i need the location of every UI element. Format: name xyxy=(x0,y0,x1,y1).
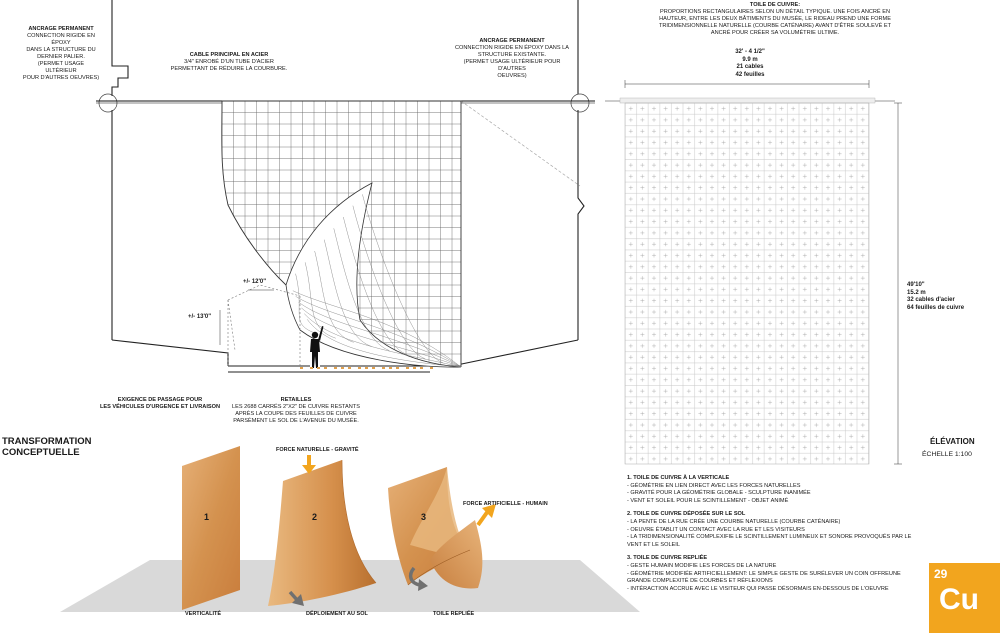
legend: 1. TOILE DE CUIVRE À LA VERTICALE - GÉOM… xyxy=(627,475,912,592)
copper-scraps xyxy=(300,367,433,369)
person-silhouette-icon xyxy=(310,326,324,368)
caption-verticalite: VERTICALITÉ xyxy=(185,611,222,617)
badge-number: 29 xyxy=(934,567,948,581)
panel-2-ground xyxy=(268,460,376,606)
gravity-arrow-icon xyxy=(302,455,316,474)
dim-12ft: +/- 12'0" xyxy=(243,279,267,285)
annotation-anchor-left: ANCRAGE PERMANENT CONNECTION RIGIDE EN É… xyxy=(22,26,100,81)
dim-13ft: +/- 13'0" xyxy=(188,314,212,320)
elevation-scale: ÉCHELLE 1:100 xyxy=(922,451,972,458)
caption-deploiement: DÉPLOIEMENT AU SOL xyxy=(306,611,368,617)
panel-number-3: 3 xyxy=(421,512,427,522)
width-dimension: 32' - 4 1/2" 9.9 m 21 cables 42 feuilles xyxy=(735,49,765,78)
panel-number-1: 1 xyxy=(204,512,210,522)
annotation-toile: TOILE DE CUIVRE: PROPORTIONS RECTANGULAI… xyxy=(658,2,892,36)
vehicle-passage-outline xyxy=(227,284,301,366)
rotation-arrow-icon xyxy=(408,566,428,591)
elevation-drawing xyxy=(605,80,902,465)
transformation-title: TRANSFORMATION CONCEPTUELLE xyxy=(2,436,92,458)
panel-number-2: 2 xyxy=(312,512,318,522)
conceptual-diagram xyxy=(60,446,640,612)
down-arrow-icon xyxy=(288,590,304,606)
human-force-arrow-icon xyxy=(476,504,496,527)
panel-1-vertical xyxy=(182,446,240,610)
annotation-passage: EXIGENCE DE PASSAGE POUR LES VÉHICULES D… xyxy=(99,397,221,410)
annotation-retailles: RETAILLES LES 2688 CARRÉS 2"x2" DE CUIVR… xyxy=(232,397,360,424)
element-badge: 29 Cu xyxy=(929,563,1000,633)
annotation-anchor-right: ANCRAGE PERMANENT CONNECTION RIGIDE EN É… xyxy=(455,38,569,79)
height-dimension: 49'10" 15.2 m 32 cables d'acier 64 feuil… xyxy=(907,282,965,311)
copper-curtain-mesh xyxy=(221,100,462,368)
badge-symbol: Cu xyxy=(939,583,979,616)
label-force-human: FORCE ARTIFICIELLE - HUMAIN xyxy=(463,501,548,507)
label-force-gravity: FORCE NATURELLE - GRAVITÉ xyxy=(276,447,359,453)
caption-toile-repliee: TOILE REPLIÉE xyxy=(433,611,475,617)
elevation-title: ÉLÉVATION xyxy=(930,437,975,446)
annotation-cable: CABLE PRINCIPAL EN ACIER 3/4" ENROBÉ D'U… xyxy=(170,52,288,72)
